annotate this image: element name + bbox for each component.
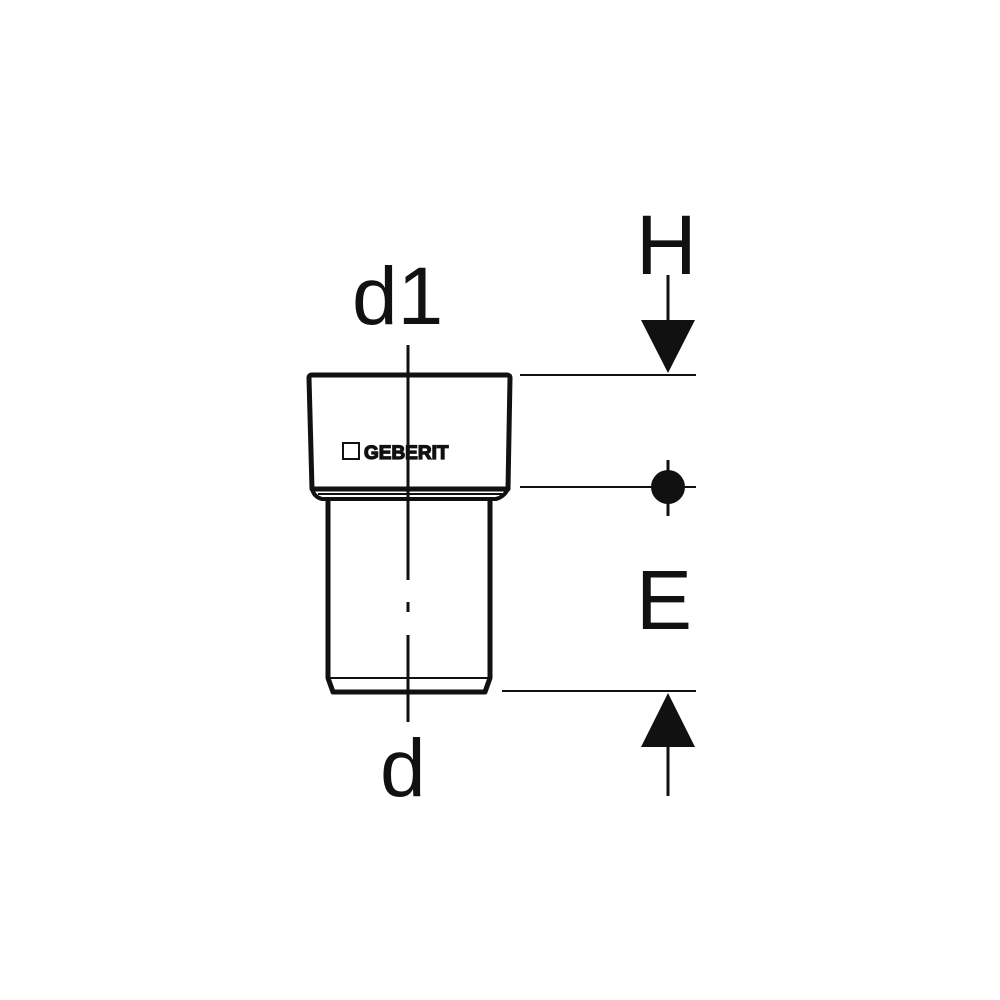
arrow-up-icon [641,693,695,747]
label-E: E [636,553,692,647]
logo-text: GEBERIT [364,443,449,464]
arrow-down-icon [641,320,695,373]
label-d: d [380,723,426,814]
geberit-logo: GEBERIT [342,442,449,465]
socket-body [306,372,513,492]
label-H: H [636,198,697,292]
reference-point-icon [651,470,685,504]
label-d1: d1 [352,251,443,342]
